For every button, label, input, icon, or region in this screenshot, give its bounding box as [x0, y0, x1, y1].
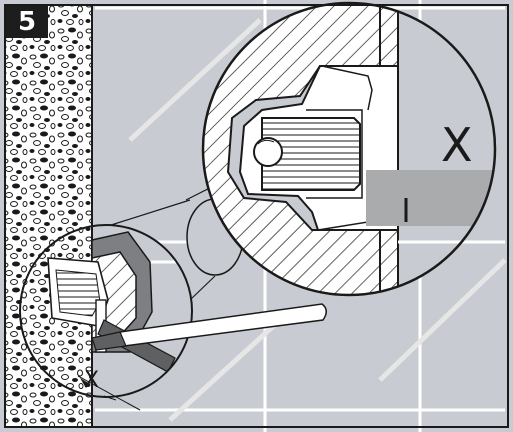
step-number-badge: 5: [6, 6, 48, 38]
dimension-highlight-bar: [366, 170, 495, 226]
watermark: [128, 18, 507, 422]
overview-dimension: [77, 375, 141, 411]
flat-screwdriver: [91, 303, 327, 351]
panel-border: [4, 4, 509, 428]
detail-dimension-label: X: [441, 118, 473, 172]
overview-dimension-label: X: [84, 368, 100, 393]
